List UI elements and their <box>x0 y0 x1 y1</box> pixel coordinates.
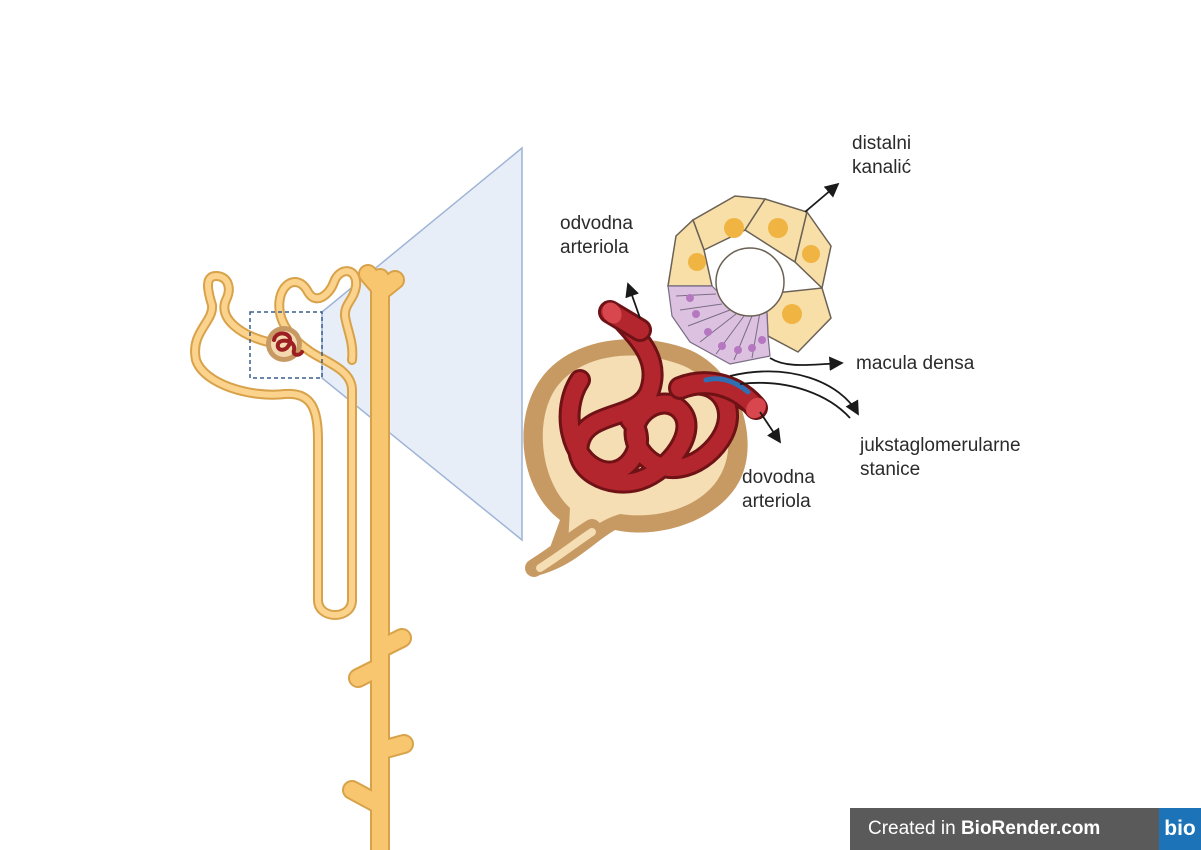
arrow-distal <box>805 184 838 212</box>
biorender-logo-icon: bio <box>1159 808 1201 850</box>
distal-tubule-section <box>668 196 831 364</box>
label-macula-densa: macula densa <box>856 352 974 376</box>
label-efferent-arteriole: odvodna arteriola <box>560 212 633 260</box>
label-afferent-arteriole: dovodna arteriola <box>742 466 815 514</box>
biorender-watermark[interactable]: Created in BioRender.com bio <box>850 808 1201 850</box>
watermark-prefix: Created in <box>868 818 961 839</box>
label-juxtaglomerular-cells: jukstaglomerularne stanice <box>860 434 1021 482</box>
watermark-brand: BioRender.com <box>961 818 1100 839</box>
arrow-afferent <box>760 412 780 442</box>
glomerulus-small <box>266 326 302 362</box>
efferent-arteriole <box>599 299 640 330</box>
label-distal-tubule: distalni kanalić <box>852 132 911 180</box>
tubule-lumen <box>716 248 784 316</box>
watermark-text: Created in BioRender.com <box>850 818 1159 840</box>
arrow-macula <box>770 358 842 365</box>
